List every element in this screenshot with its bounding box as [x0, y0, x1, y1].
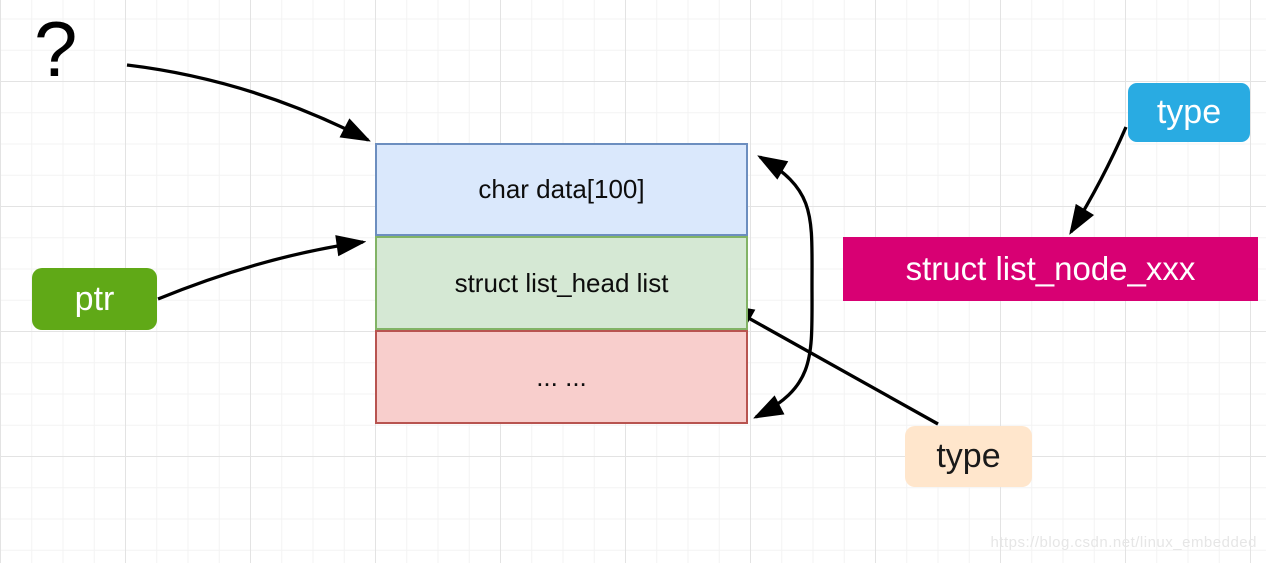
- arrow-type-to-banner: [1071, 126, 1128, 232]
- ptr-badge: ptr: [32, 268, 157, 330]
- struct-field-ellipsis-label: ... ...: [536, 361, 587, 392]
- type-badge-top-label: type: [1156, 93, 1222, 131]
- arrow-question-to-data-field: [126, 63, 368, 140]
- struct-list-node-banner: struct list_node_xxx: [843, 237, 1258, 301]
- struct-field-char-data: char data[100]: [375, 143, 748, 236]
- arrow-type-to-list-text: [727, 306, 939, 426]
- struct-field-char-data-label: char data[100]: [478, 174, 645, 204]
- arrow-ptr-to-list-field: [157, 242, 363, 301]
- struct-field-list-head: struct list_head list: [375, 236, 748, 330]
- type-badge-top: type: [1128, 83, 1250, 142]
- watermark-url: https://blog.csdn.net/linux_embedded: [990, 534, 1257, 551]
- arrow-struct-extent-curve: [756, 157, 814, 417]
- type-badge-bottom: type: [905, 426, 1032, 487]
- struct-list-node-banner-label: struct list_node_xxx: [905, 250, 1196, 287]
- struct-field-list-head-label: struct list_head list: [454, 267, 669, 298]
- type-badge-bottom-label: type: [936, 437, 1001, 475]
- question-mark-label: ?: [34, 5, 78, 93]
- struct-field-ellipsis: ... ...: [375, 330, 748, 424]
- ptr-badge-label: ptr: [74, 279, 115, 318]
